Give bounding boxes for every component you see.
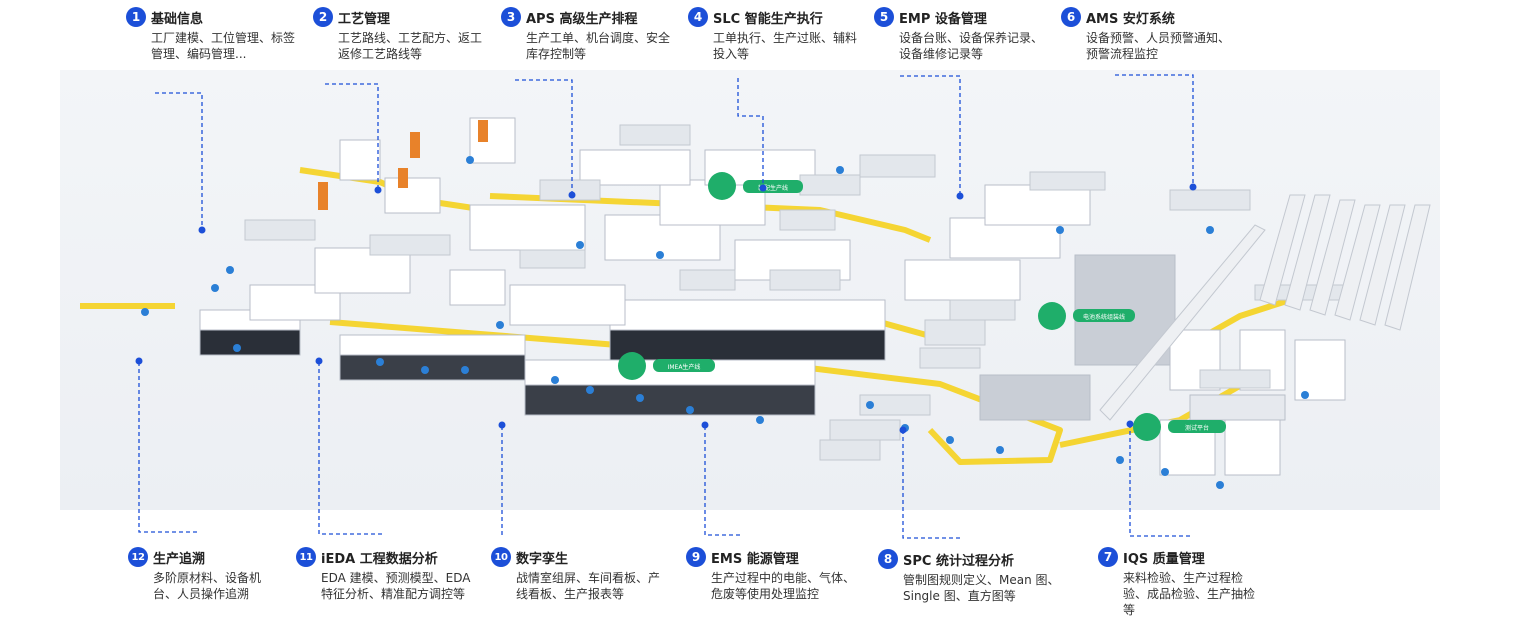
line-label-c: 电池系统组装线 [1083, 313, 1125, 321]
callout-iqs: 7 IQS 质量管理 来料检验、生产过程检验、成品检验、生产抽检等 [1098, 546, 1273, 618]
callout-title: 数字孪生 [516, 551, 569, 567]
callout-number-badge: 12 [128, 547, 148, 567]
callout-description: 工厂建模、工位管理、标签管理、编码管理... [151, 31, 296, 61]
line-marker-a: 装配生产线 [708, 172, 803, 200]
callout-number-badge: 3 [501, 7, 521, 27]
line-label-b: IMEA生产线 [668, 363, 701, 371]
callout-number-badge: 5 [874, 7, 894, 27]
callout-description: 战情室组屏、车间看板、产线看板、生产报表等 [516, 571, 661, 601]
callout-title: SLC 智能生产执行 [713, 11, 823, 27]
callout-description: 工单执行、生产过账、辅料投入等 [713, 31, 858, 61]
callout-title: 工艺管理 [338, 11, 391, 27]
callout-title: APS 高级生产排程 [526, 11, 638, 27]
callout-number-badge: 9 [686, 547, 706, 567]
callout-spc: 8 SPC 统计过程分析 管制图规则定义、Mean 图、Single 图、直方图等 [878, 548, 1060, 604]
callout-ieda: 11 iEDA 工程数据分析 EDA 建模、预测模型、EDA 特征分析、精准配方调… [296, 546, 471, 602]
callout-title: SPC 统计过程分析 [903, 553, 1014, 569]
line-marker-d: 测试平台 [1133, 413, 1226, 441]
callout-number-badge: 1 [126, 7, 146, 27]
callout-process-mgmt: 2 工艺管理 工艺路线、工艺配方、返工返修工艺路线等 [313, 6, 488, 62]
robot-arms [318, 120, 488, 210]
workers [141, 156, 1309, 489]
callout-description: 设备台账、设备保养记录、设备维修记录等 [899, 31, 1044, 61]
callout-ems: 9 EMS 能源管理 生产过程中的电能、气体、危废等使用处理监控 [686, 546, 861, 602]
callout-description: 来料检验、生产过程检验、成品检验、生产抽检等 [1123, 571, 1256, 617]
callout-title: IQS 质量管理 [1123, 551, 1205, 567]
long-racks [1099, 194, 1431, 421]
callout-aps: 3 APS 高级生产排程 生产工单、机台调度、安全库存控制等 [501, 6, 676, 62]
callout-traceability: 12 生产追溯 多阶原材料、设备机台、人员操作追溯 [128, 546, 303, 602]
callout-title: 基础信息 [151, 11, 204, 27]
callout-description: 生产过程中的电能、气体、危废等使用处理监控 [711, 571, 856, 601]
callout-description: 管制图规则定义、Mean 图、Single 图、直方图等 [903, 573, 1060, 603]
callout-number-badge: 11 [296, 547, 316, 567]
line-label-d: 测试平台 [1185, 424, 1209, 432]
callout-number-badge: 4 [688, 7, 708, 27]
callout-title: 生产追溯 [153, 551, 206, 567]
leader-lines [138, 74, 1194, 539]
callout-description: 多阶原材料、设备机台、人员操作追溯 [153, 571, 262, 601]
callout-number-badge: 8 [878, 549, 898, 569]
callout-number-badge: 2 [313, 7, 333, 27]
callout-digital-twin: 10 数字孪生 战情室组屏、车间看板、产线看板、生产报表等 [491, 546, 666, 602]
callout-ams: 6 AMS 安灯系统 设备预警、人员预警通知、预警流程监控 [1061, 6, 1236, 62]
line-marker-c: 电池系统组装线 [1038, 302, 1135, 330]
callout-description: 生产工单、机台调度、安全库存控制等 [526, 31, 671, 61]
callout-title: EMS 能源管理 [711, 551, 799, 567]
callout-number-badge: 10 [491, 547, 511, 567]
callout-title: EMP 设备管理 [899, 11, 987, 27]
callout-description: 设备预警、人员预警通知、预警流程监控 [1086, 31, 1231, 61]
callout-slc: 4 SLC 智能生产执行 工单执行、生产过账、辅料投入等 [688, 6, 863, 62]
callout-number-badge: 6 [1061, 7, 1081, 27]
callout-emp: 5 EMP 设备管理 设备台账、设备保养记录、设备维修记录等 [874, 6, 1049, 62]
callout-description: EDA 建模、预测模型、EDA 特征分析、精准配方调控等 [321, 571, 471, 601]
callout-number-badge: 7 [1098, 547, 1118, 567]
line-marker-b: IMEA生产线 [618, 352, 715, 380]
callout-description: 工艺路线、工艺配方、返工返修工艺路线等 [338, 31, 483, 61]
callout-title: AMS 安灯系统 [1086, 11, 1175, 27]
leader-dots [135, 183, 1197, 434]
callout-basic-info: 1 基础信息 工厂建模、工位管理、标签管理、编码管理... [126, 6, 301, 62]
callout-title: iEDA 工程数据分析 [321, 551, 438, 567]
line-label-a: 装配生产线 [758, 184, 788, 192]
